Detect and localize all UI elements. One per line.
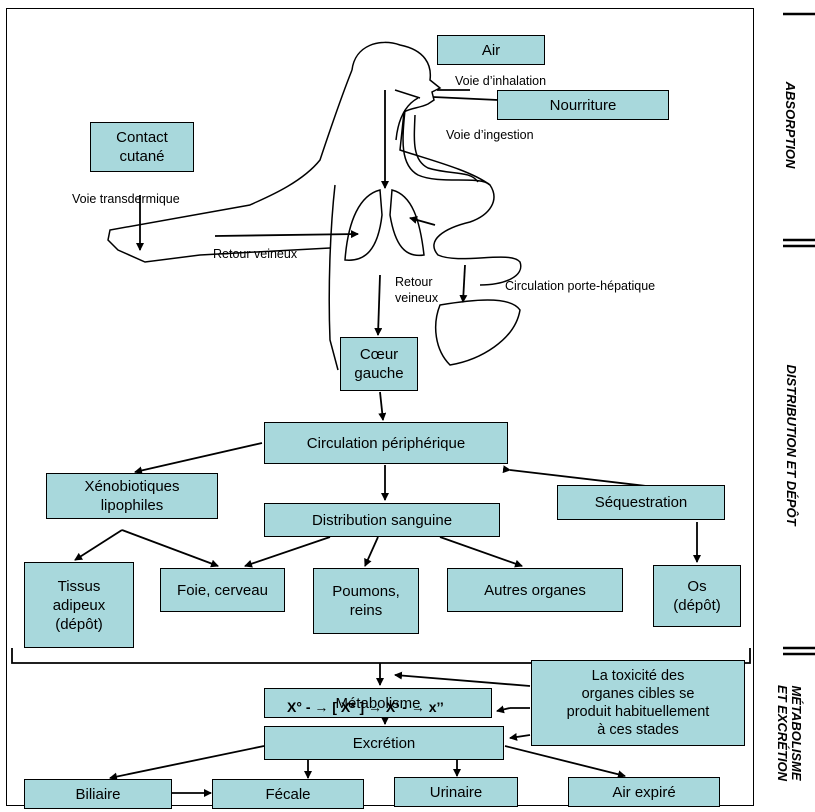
box-nourriture: Nourriture [497, 90, 669, 120]
box-biliaire: Biliaire [24, 779, 172, 809]
stage-metabolisme: MÉTABOLISME ET EXCRÉTION [775, 684, 804, 782]
box-air: Air [437, 35, 545, 65]
box-urinaire: Urinaire [394, 777, 518, 807]
label-retour-veineux-2: Retour veineux [395, 275, 439, 305]
box-excretion: Excrétion [264, 726, 504, 760]
box-fecale: Fécale [212, 779, 364, 809]
stage-distribution: DISTRIBUTION ET DÉPÔT [784, 364, 799, 526]
box-foie-cerveau: Foie, cerveau [160, 568, 285, 612]
label-voie-inhalation: Voie d’inhalation [455, 74, 547, 88]
box-xenobiotiques: Xénobiotiques lipophiles [46, 473, 218, 519]
box-contact-cutane: Contact cutané [90, 122, 194, 172]
box-distribution-sanguine: Distribution sanguine [264, 503, 500, 537]
label-voie-ingestion: Voie d’ingestion [446, 128, 534, 142]
box-sequestration: Séquestration [557, 485, 725, 520]
box-tissus-adipeux: Tissus adipeux (dépôt) [24, 562, 134, 648]
metabolism-formula: X° - → [ X* ] → X’ - → x’’ [287, 699, 444, 715]
body-silhouette [107, 41, 522, 371]
label-voie-transdermique: Voie transdermique [72, 192, 180, 206]
box-air-expire: Air expiré [568, 777, 720, 807]
box-metabolisme: Métabolisme [264, 688, 492, 718]
box-poumons-reins: Poumons, reins [313, 568, 419, 634]
diagram-frame [6, 8, 754, 806]
box-autres-organes: Autres organes [447, 568, 623, 612]
label-retour-veineux-1: Retour veineux [213, 247, 298, 261]
box-coeur-gauche: Cœur gauche [340, 337, 418, 391]
stage-absorption: ABSORPTION [783, 81, 798, 169]
label-circulation-porte-hepatique: Circulation porte-hépatique [505, 279, 656, 293]
box-os: Os (dépôt) [653, 565, 741, 627]
box-toxicite: La toxicité des organes cibles se produi… [531, 660, 745, 746]
box-circulation-peripherique: Circulation périphérique [264, 422, 508, 464]
